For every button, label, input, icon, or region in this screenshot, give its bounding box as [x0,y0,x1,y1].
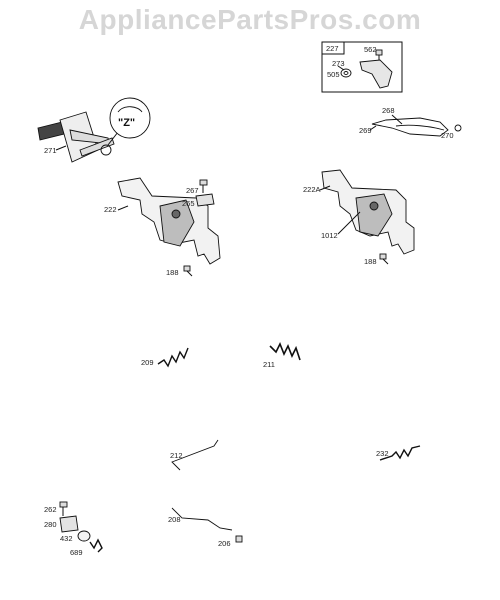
zoom-marker-z: "Z" [118,117,135,129]
bracket-280-icon [59,515,79,533]
label-188b: 188 [364,257,377,266]
label-267: 267 [186,186,199,195]
label-227: 227 [326,44,339,53]
bushing-432-icon [77,530,91,542]
label-188a: 188 [166,268,179,277]
spring-232: 232 [376,445,421,461]
part-265-icon [195,193,215,207]
label-222: 222 [104,205,117,214]
link-208: 208 [168,507,233,531]
bracket-273-icon [359,59,393,89]
screw-267-icon [199,179,208,193]
spring-209-icon [157,347,189,368]
label-1012: 1012 [321,231,338,240]
throttle-cable-268: 268 269 270 [359,106,462,140]
link-212: 212 [170,439,219,471]
throttle-control-271: 271 "Z" [37,97,151,163]
spring-211: 211 [263,342,301,369]
control-handle-icon [37,121,65,141]
parts-group-bottom-left: 262 280 432 689 [44,501,103,557]
label-212: 212 [170,451,183,460]
label-265: 265 [182,199,195,208]
label-268: 268 [382,106,395,115]
governor-bracket-222: 222 267 265 188 [104,177,221,277]
screw-188b-icon [379,253,389,265]
screw-188a-icon [183,265,193,277]
label-280: 280 [44,520,57,529]
zoom-detail-circle [109,97,151,139]
label-209: 209 [141,358,154,367]
screw-262-icon [59,501,68,516]
label-269: 269 [359,126,372,135]
label-505: 505 [327,70,340,79]
label-232: 232 [376,449,389,458]
label-211: 211 [263,360,275,369]
label-432: 432 [60,534,73,543]
governor-bracket-222A: 222A 1012 188 [303,169,415,266]
clip-206: 206 [218,535,243,548]
label-262: 262 [44,505,57,514]
label-562: 562 [364,45,377,54]
label-689: 689 [70,548,83,557]
label-206: 206 [218,539,231,548]
link-208-icon [171,507,233,531]
spring-211-icon [269,342,301,361]
spring-689-icon [89,538,103,553]
label-270: 270 [441,131,454,140]
link-212-icon [171,439,219,471]
label-222A: 222A [303,185,321,194]
spring-209: 209 [141,347,189,368]
clip-270-icon [454,124,462,132]
clip-206-icon [235,535,243,543]
label-273: 273 [332,59,345,68]
inset-kit-227: 227 562 273 505 [321,41,403,93]
label-271: 271 [44,146,57,155]
inset-box-tab [321,41,345,55]
watermark: AppliancePartsPros.com [78,4,422,35]
spring-232-icon [379,445,421,461]
zoom-detail-small-circle [100,144,112,156]
label-208: 208 [168,515,181,524]
